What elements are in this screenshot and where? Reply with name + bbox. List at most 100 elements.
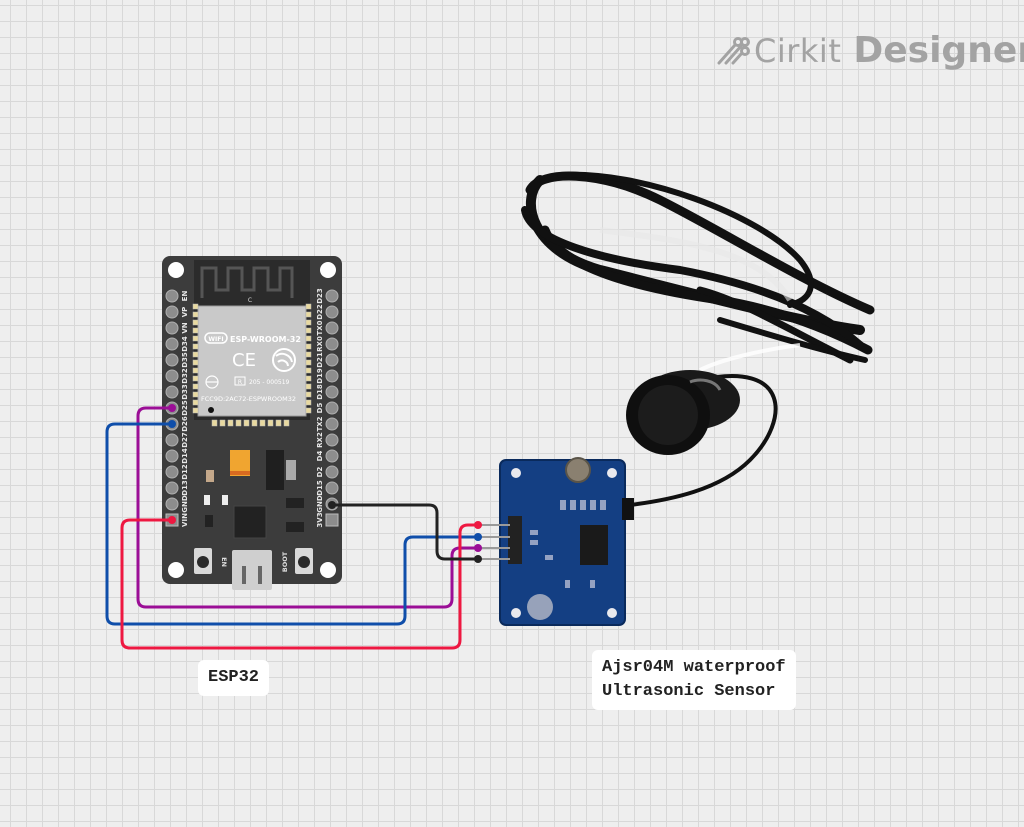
mount-hole — [607, 608, 617, 618]
mount-hole — [607, 468, 617, 478]
module-pad — [267, 419, 274, 427]
pin-d22[interactable] — [325, 305, 339, 319]
pin-en[interactable] — [165, 289, 179, 303]
module-pad — [192, 351, 199, 358]
module-pad — [305, 343, 312, 350]
pin-d19[interactable] — [325, 369, 339, 383]
wire-purple[interactable] — [136, 406, 480, 609]
pin-label: D26 — [181, 416, 189, 432]
endpoint-d26[interactable] — [168, 420, 176, 428]
en-button-label: EN — [220, 557, 228, 567]
pin-d34[interactable] — [165, 337, 179, 351]
wire-blue[interactable] — [105, 422, 480, 626]
pin-label: D4 — [316, 451, 324, 462]
module-pad — [192, 399, 199, 406]
transistor — [286, 522, 304, 532]
endpoint-sensor-vcc[interactable] — [474, 521, 482, 529]
pin-label: D21 — [316, 352, 324, 368]
brand-bold-text: Designer — [853, 30, 1024, 71]
sensor-ic — [580, 525, 608, 565]
led — [204, 495, 210, 505]
pin-d12[interactable] — [165, 465, 179, 479]
module-pad — [305, 407, 312, 414]
sensor-board[interactable] — [480, 457, 634, 626]
pin-d35[interactable] — [165, 353, 179, 367]
endpoint-sensor-echo[interactable] — [474, 544, 482, 552]
smd-capacitor — [206, 470, 214, 482]
fcc-id: FCC9D:2AC72-ESPWROOM32 — [201, 395, 296, 403]
ultrasonic-sensor[interactable] — [521, 171, 875, 507]
mount-hole — [511, 468, 521, 478]
wire-endpoints — [168, 404, 482, 563]
mount-hole — [320, 562, 336, 578]
endpoint-vin[interactable] — [168, 516, 176, 524]
pin-tx2[interactable] — [325, 417, 339, 431]
pin-rx2[interactable] — [325, 433, 339, 447]
pin-d27[interactable] — [165, 433, 179, 447]
pin-3v3[interactable] — [325, 513, 339, 527]
pin-tx0[interactable] — [325, 321, 339, 335]
usb-port[interactable] — [232, 550, 272, 590]
pin-label: VN — [181, 322, 189, 333]
cable-connector — [622, 498, 634, 520]
r-mark-icon — [234, 376, 246, 386]
smd-components — [530, 500, 606, 588]
pin-label: D13 — [181, 480, 189, 496]
module-pad — [235, 419, 242, 427]
module-pad — [305, 375, 312, 382]
module-pad — [305, 399, 312, 406]
module-pad — [192, 407, 199, 414]
wire-black[interactable] — [330, 503, 480, 561]
pin-label: VIN — [181, 513, 189, 527]
telec-mark-icon — [205, 375, 219, 389]
pin-label: VP — [181, 307, 189, 318]
pin-rx0[interactable] — [325, 337, 339, 351]
module-pad — [305, 311, 312, 318]
pin-label: D15 — [316, 480, 324, 496]
cirkit-designer-logo: Cirkit Designer — [716, 30, 1024, 71]
pin-vn[interactable] — [165, 321, 179, 335]
pin-d32[interactable] — [165, 369, 179, 383]
endpoint-sensor-gnd[interactable] — [474, 555, 482, 563]
module-pad — [259, 419, 266, 427]
pin-d23[interactable] — [325, 289, 339, 303]
pin-d2[interactable] — [325, 465, 339, 479]
pin-d14[interactable] — [165, 449, 179, 463]
pin-d13[interactable] — [165, 481, 179, 495]
pin-d21[interactable] — [325, 353, 339, 367]
pin-d5[interactable] — [325, 401, 339, 415]
en-button[interactable] — [194, 548, 212, 574]
pin-label: D27 — [181, 432, 189, 448]
module-pad — [305, 359, 312, 366]
wire-red[interactable] — [120, 518, 480, 650]
module-pad — [192, 367, 199, 374]
endpoint-sensor-trig[interactable] — [474, 533, 482, 541]
pin-label: D25 — [181, 400, 189, 416]
sensor-header-pins — [480, 524, 510, 560]
pin-gnd[interactable] — [165, 497, 179, 511]
pin-d18[interactable] — [325, 385, 339, 399]
module-pads — [192, 303, 312, 427]
tantalum-capacitor — [230, 450, 250, 476]
transistor — [286, 498, 304, 508]
pin-label: D22 — [316, 304, 324, 320]
module-pad — [251, 419, 258, 427]
endpoint-gnd[interactable] — [328, 501, 336, 509]
module-pad — [305, 327, 312, 334]
endpoint-d25[interactable] — [168, 404, 176, 412]
esp32-label: ESP32 — [198, 660, 270, 696]
pin-label: D12 — [181, 464, 189, 480]
pin-label: EN — [181, 291, 189, 302]
mount-hole — [168, 562, 184, 578]
boot-button[interactable] — [295, 548, 313, 574]
pin-d15[interactable] — [325, 481, 339, 495]
pin-d33[interactable] — [165, 385, 179, 399]
antenna-trace — [200, 266, 294, 298]
pin-d4[interactable] — [325, 449, 339, 463]
module-pad — [305, 391, 312, 398]
esp32-board[interactable]: C WIFI ESP-WROOM-32 CE R 205 - 000519 FC… — [162, 256, 342, 590]
pin-label: RX0 — [316, 336, 324, 352]
pin-label: D14 — [181, 448, 189, 464]
pin-vp[interactable] — [165, 305, 179, 319]
